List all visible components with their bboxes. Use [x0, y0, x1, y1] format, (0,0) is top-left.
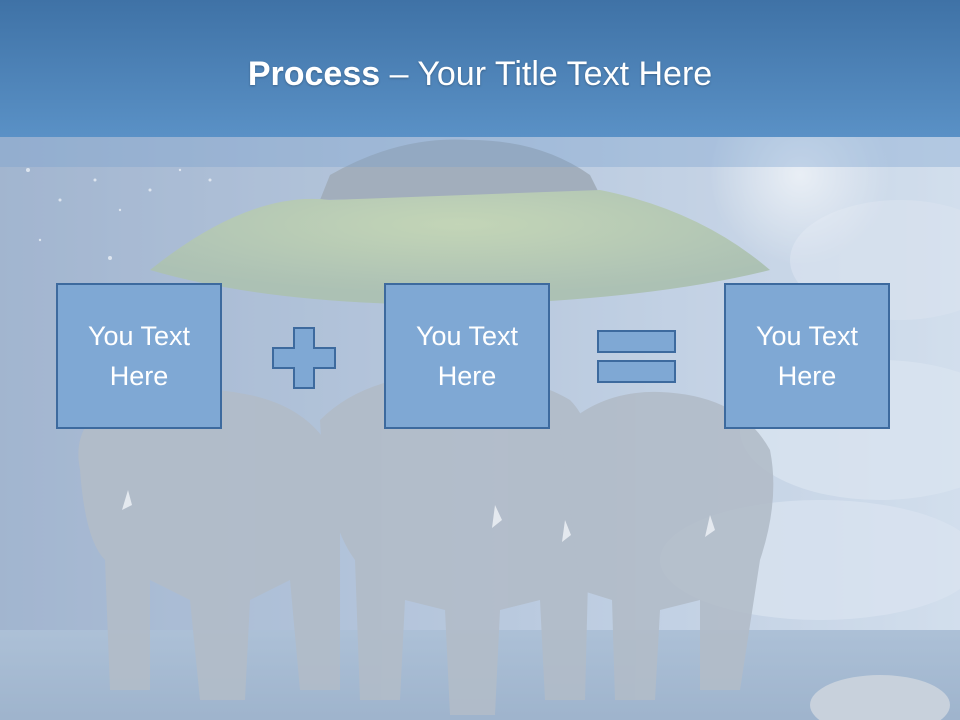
process-box-2-text: You Text Here — [415, 321, 519, 391]
slide-title-bold: Process — [247, 55, 381, 93]
process-box-1[interactable]: You Text Here — [56, 283, 222, 429]
title-band — [0, 137, 960, 167]
process-box-1-text: You Text Here — [87, 321, 191, 391]
slide-title[interactable]: Process – Your Title Text Here — [0, 52, 960, 96]
equals-icon — [597, 330, 676, 383]
process-box-2[interactable]: You Text Here — [384, 283, 550, 429]
plus-icon — [272, 327, 336, 389]
process-box-3[interactable]: You Text Here — [724, 283, 890, 429]
slide-title-rest: – Your Title Text Here — [380, 55, 713, 93]
title-bar — [0, 0, 960, 137]
process-box-3-text: You Text Here — [755, 321, 859, 391]
